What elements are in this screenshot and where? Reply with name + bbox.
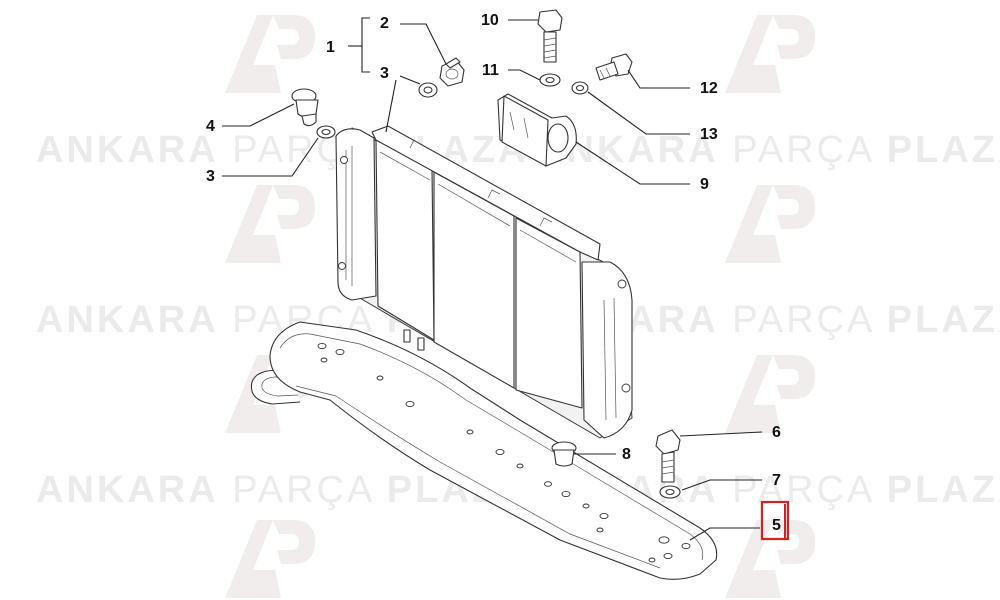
watermark-logo: [225, 185, 315, 263]
callout-7[interactable]: 7: [772, 472, 781, 489]
callout-3-lower[interactable]: 3: [206, 168, 215, 185]
watermark-logo: [225, 15, 315, 93]
leader-lines: [222, 17, 763, 541]
watermark-logo: [725, 15, 815, 93]
highlight-box: [760, 500, 790, 541]
watermark-logo: [725, 355, 815, 433]
callout-1[interactable]: 1: [326, 39, 335, 56]
plug-part: [291, 88, 319, 127]
mount-bracket-part: [497, 93, 577, 167]
callout-9[interactable]: 9: [700, 176, 709, 193]
watermark-logo: [725, 520, 815, 598]
bolt-part: [595, 53, 633, 81]
washer-part: [316, 125, 336, 139]
bushing-part: [551, 441, 577, 467]
callout-10[interactable]: 10: [481, 12, 499, 29]
bolt-part: [537, 9, 563, 63]
washer-part: [659, 485, 681, 499]
callout-labels: 1 2 3 4 3 10 11 12 13 9 8 6 7 5: [206, 12, 781, 534]
callout-5[interactable]: 5: [772, 517, 781, 534]
callout-12[interactable]: 12: [700, 80, 718, 97]
watermark-logo: [725, 185, 815, 263]
callout-13[interactable]: 13: [700, 126, 718, 143]
washer-part: [418, 82, 438, 98]
callout-8[interactable]: 8: [622, 446, 631, 463]
washer-part: [571, 81, 589, 95]
callout-4[interactable]: 4: [206, 118, 215, 135]
watermark-text: ANKARA PARÇA PLAZA: [536, 129, 1000, 171]
crossmember-part: [250, 321, 718, 580]
bolt-part: [655, 429, 681, 483]
callout-2[interactable]: 2: [380, 15, 389, 32]
drain-plug-part: [439, 57, 465, 87]
radiator-part: [335, 125, 633, 439]
washer-part: [539, 73, 561, 87]
callout-3-upper[interactable]: 3: [380, 65, 389, 82]
callout-6[interactable]: 6: [772, 424, 781, 441]
watermark-logo: [225, 520, 315, 598]
callout-11[interactable]: 11: [482, 62, 499, 79]
